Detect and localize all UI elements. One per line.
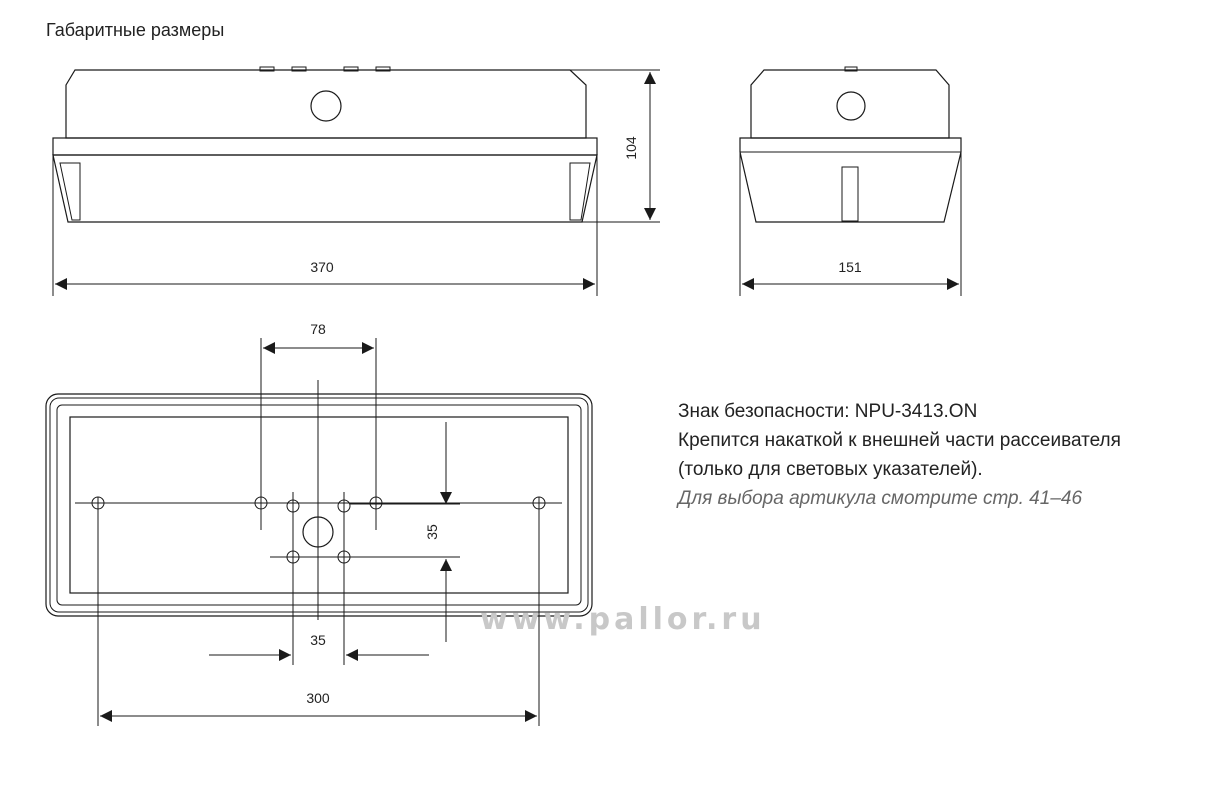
safety-sign-text: Знак безопасности: NPU-3413.ON — [678, 401, 978, 422]
side-view: 151 — [739, 66, 962, 296]
center-hole-icon — [302, 516, 334, 548]
page-title: Габаритные размеры — [46, 20, 225, 40]
cable-entry-icon — [836, 91, 866, 121]
dim-78: 78 — [310, 321, 326, 337]
top-view: 78 35 35 300 — [45, 321, 593, 726]
mount-note: (только для световых указателей). — [678, 459, 983, 480]
dim-151: 151 — [838, 259, 862, 275]
catalog-reference: Для выбора артикула смотрите стр. 41–46 — [678, 488, 1083, 509]
dim-35-vertical: 35 — [424, 524, 440, 540]
info-block: Знак безопасности: NPU-3413.ON Крепится … — [678, 397, 1121, 513]
mount-text: Крепится накаткой к внешней части рассеи… — [678, 430, 1121, 451]
front-view: 370 104 — [52, 66, 660, 296]
dim-370: 370 — [310, 259, 334, 275]
dim-300: 300 — [306, 690, 330, 706]
dim-104: 104 — [623, 136, 639, 160]
dim-35-horizontal: 35 — [310, 632, 326, 648]
cable-entry-icon — [310, 90, 342, 122]
watermark: www.pallor.ru — [480, 602, 766, 637]
